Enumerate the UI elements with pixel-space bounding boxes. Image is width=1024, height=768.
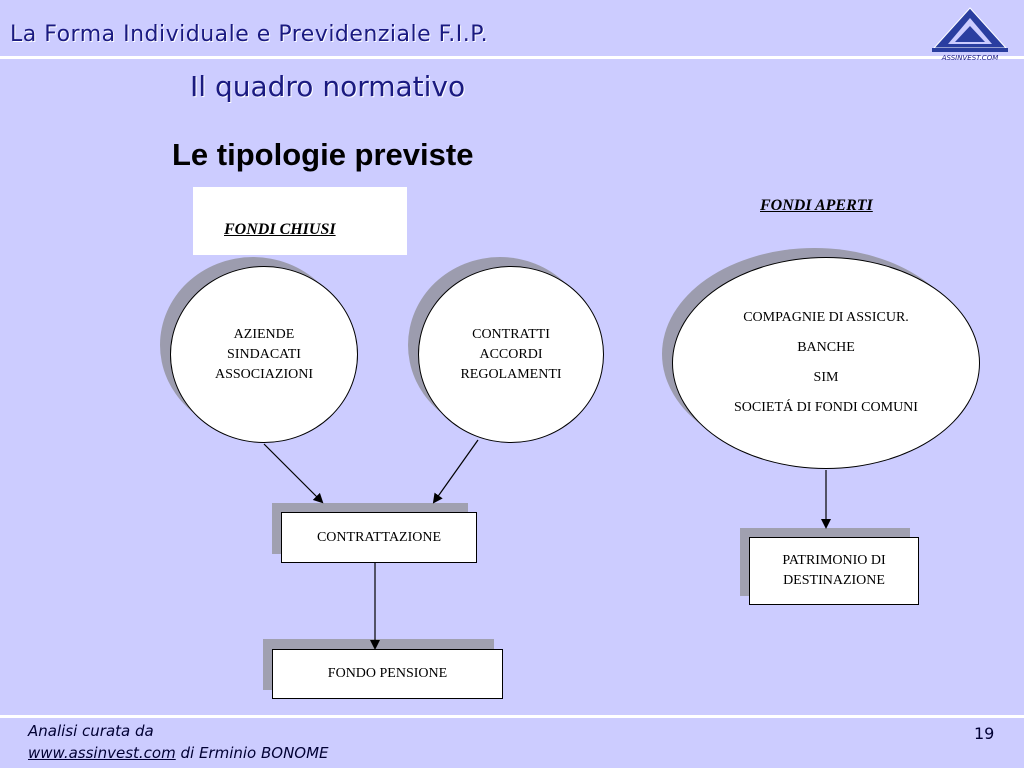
- patrimony-box: PATRIMONIO DI DESTINAZIONE: [749, 537, 919, 605]
- open-funds-label: FONDI APERTI: [760, 197, 873, 214]
- pension-fund-text: FONDO PENSIONE: [327, 666, 448, 681]
- ellipse-text: SOCIETÁ DI FONDI COMUNI: [734, 400, 918, 415]
- ellipse-text: ACCORDI: [479, 346, 543, 362]
- ellipse-text: AZIENDE: [233, 326, 295, 342]
- section-heading: Le tipologie previste: [172, 137, 474, 172]
- footer-link[interactable]: www.assinvest.com: [28, 744, 176, 762]
- slide-subtitle: Il quadro normativo: [190, 70, 466, 103]
- ellipse-text: SIM: [813, 370, 839, 385]
- closed-funds-label: FONDI CHIUSI: [224, 221, 336, 238]
- patrimony-text: PATRIMONIO DI: [782, 553, 886, 568]
- negotiation-box: CONTRATTAZIONE: [281, 512, 477, 563]
- assinvest-logo: ASSINVEST.COM: [932, 7, 1008, 62]
- ellipse-text: COMPAGNIE DI ASSICUR.: [743, 310, 909, 325]
- ellipse-text: SINDACATI: [227, 346, 301, 362]
- arrow-companies-to-negotiation: [263, 443, 324, 504]
- arrow-contracts-to-negotiation: [432, 439, 479, 504]
- ellipse-open-funds: COMPAGNIE DI ASSICUR. BANCHE SIM SOCIETÁ…: [672, 257, 980, 469]
- footer-author: di Erminio BONOME: [175, 744, 329, 762]
- ellipse-text: ASSOCIAZIONI: [215, 366, 313, 382]
- ellipse-contracts: CONTRATTI ACCORDI REGOLAMENTI: [418, 266, 604, 443]
- footer-line1: Analisi curata da: [28, 722, 154, 740]
- logo-text: ASSINVEST.COM: [941, 54, 999, 62]
- page-number: 19: [974, 724, 995, 743]
- closed-funds-label-box: [193, 187, 407, 255]
- ellipse-text: CONTRATTI: [472, 326, 550, 342]
- patrimony-text: DESTINAZIONE: [783, 573, 885, 588]
- slide-header-title: La Forma Individuale e Previdenziale F.I…: [10, 22, 489, 47]
- ellipse-companies: AZIENDE SINDACATI ASSOCIAZIONI: [170, 266, 358, 443]
- footer-credits: Analisi curata da www.assinvest.com di E…: [28, 720, 329, 764]
- pension-fund-box: FONDO PENSIONE: [272, 649, 503, 699]
- ellipse-text: REGOLAMENTI: [460, 366, 562, 382]
- header-divider: [0, 56, 1024, 59]
- ellipse-text: BANCHE: [797, 340, 855, 355]
- footer-divider: [0, 715, 1024, 718]
